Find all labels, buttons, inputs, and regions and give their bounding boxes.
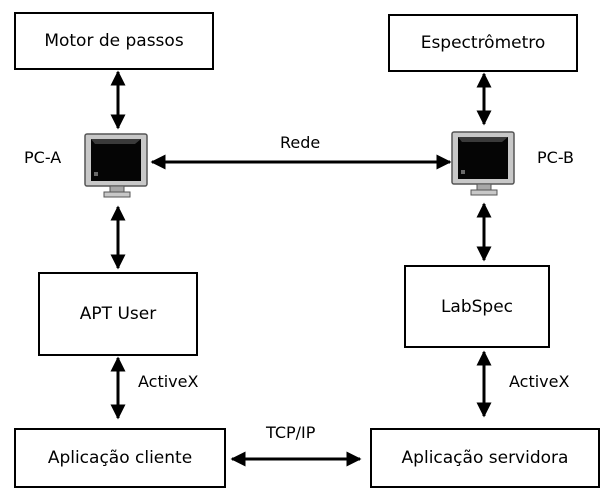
node-apt-user: APT User (38, 272, 198, 356)
node-motor-label: Motor de passos (44, 31, 184, 51)
node-motor-de-passos: Motor de passos (14, 12, 214, 70)
node-labspec-label: LabSpec (440, 296, 514, 317)
node-aplicacao-servidora: Aplicação servidora (370, 428, 600, 488)
rede-label: Rede (280, 133, 321, 152)
node-apt-user-label: APT User (79, 304, 157, 324)
pc-a-label: PC-A (24, 148, 62, 167)
activex-left-label: ActiveX (138, 372, 199, 391)
node-espectrometro-label: Espectrômetro (420, 33, 546, 53)
node-servidora-label: Aplicação servidora (401, 448, 569, 468)
node-espectrometro: Espectrômetro (388, 14, 578, 72)
computer-monitor-icon (84, 133, 148, 198)
computer-monitor-icon (451, 131, 515, 196)
tcpip-label: TCP/IP (266, 423, 316, 442)
activex-right-label: ActiveX (509, 372, 570, 391)
node-cliente-label: Aplicação cliente (47, 448, 193, 468)
node-labspec: LabSpec (404, 265, 550, 348)
pc-b-label: PC-B (537, 148, 574, 167)
node-aplicacao-cliente: Aplicação cliente (14, 428, 226, 488)
